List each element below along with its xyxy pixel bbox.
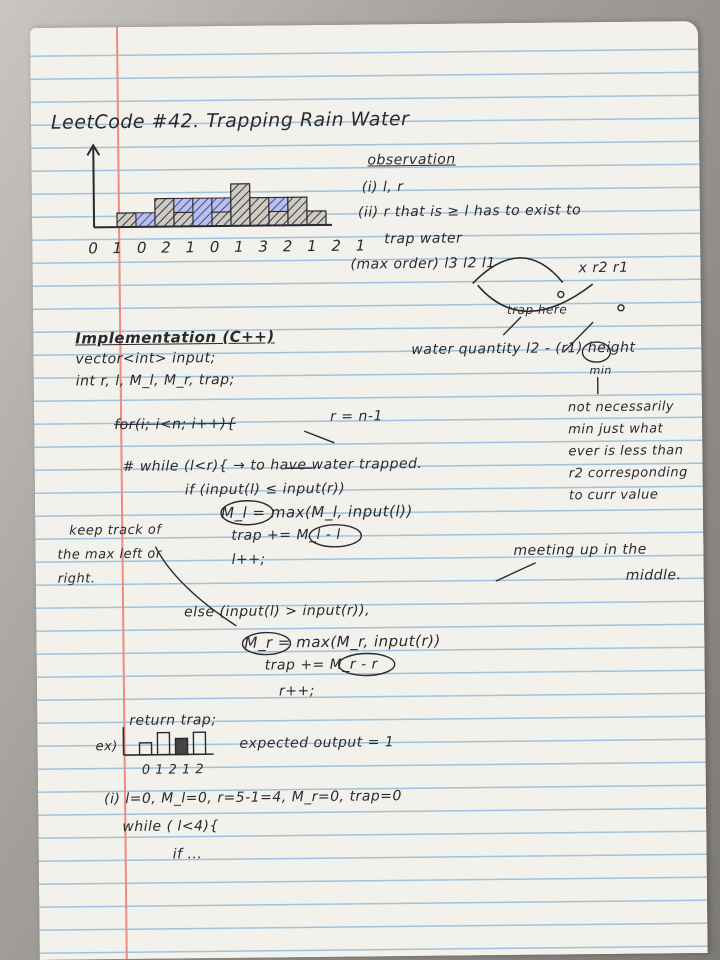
r-init-underline (303, 430, 335, 444)
elevation-chart (86, 143, 625, 756)
example-digits: 0 1 2 1 2 (141, 762, 205, 778)
while-line: # while (l<r){ → to have water trapped. (122, 455, 423, 476)
elevation-bar (287, 196, 308, 226)
notebook-page: LeetCode #42. Trapping Rain Water (30, 21, 708, 960)
elevation-bar (173, 211, 194, 228)
example-while-line: while ( l<4){ (122, 818, 219, 836)
chart-x-axis (94, 223, 333, 229)
water-block (173, 197, 194, 214)
trap-arrow (502, 316, 522, 336)
note-line-4: r2 corresponding (568, 465, 688, 482)
trap-here-label: trap here (506, 302, 568, 318)
chart-tick-labels: 0 1 0 2 1 0 1 3 2 1 2 1 (88, 236, 371, 258)
mr-line: M_r = max(M_r, input(r)) (244, 631, 441, 652)
chart-y-axis (92, 147, 96, 228)
example-chart (122, 727, 214, 756)
impl-line-2: int r, l, M_l, M_r, trap; (75, 371, 235, 390)
observation-marks: x r2 r1 (578, 259, 629, 277)
note-line-5: to curr value (568, 487, 659, 504)
mark-dot-2 (617, 304, 625, 312)
r-increment: r++; (278, 683, 315, 700)
meeting-note-1: meeting up in the (513, 541, 647, 559)
mark-dot (557, 290, 565, 299)
impl-line-1: vector<int> input; (75, 350, 216, 368)
elevation-bar (306, 210, 327, 226)
water-block (135, 212, 156, 228)
keep-track-3: right. (57, 571, 96, 587)
elevation-bar (154, 197, 175, 228)
expected-output: expected output = 1 (239, 734, 395, 752)
observation-line-3: trap water (384, 230, 463, 248)
ml-circle (220, 500, 274, 526)
elevation-bar (116, 212, 137, 228)
note-line-1: not necessarily (567, 399, 675, 416)
observation-line-4: (max order) l3 l2 l1 (350, 255, 496, 273)
trap-r-line: trap += M_r - r (264, 656, 378, 674)
else-line: else (input(l) > input(r)), (184, 602, 371, 621)
elevation-bar (211, 211, 232, 227)
observation-curve (472, 257, 564, 284)
ml-circle-2 (308, 524, 363, 548)
meeting-note-2: middle. (625, 567, 682, 584)
implementation-heading: Implementation (C++) (75, 327, 275, 348)
l-increment: l++; (231, 551, 266, 568)
note-line-3: ever is less than (568, 443, 684, 460)
example-label: ex) (95, 739, 118, 755)
mr-circle-2 (337, 652, 396, 677)
note-line-2: min just what (568, 421, 664, 438)
example-if-stub: if ... (172, 846, 203, 863)
trap-l-line: trap += M_l - l (231, 526, 341, 544)
r-init-note: r = n-1 (330, 408, 383, 425)
observation-line-1: (i) l, r (361, 179, 404, 196)
elevation-bar (268, 210, 289, 227)
water-quantity-label: water quantity l2 - (r1) height (411, 339, 636, 359)
ml-line: M_l = max(M_l, input(l)) (220, 502, 413, 523)
water-block (192, 197, 213, 227)
chart-y-arrow (86, 143, 101, 156)
example-init-line: (i) l=0, M_l=0, r=5-1=4, M_r=0, trap=0 (103, 788, 402, 808)
keep-track-link (154, 546, 237, 627)
water-block (211, 197, 232, 213)
return-line: return trap; (129, 712, 217, 729)
elevation-bar (249, 196, 270, 227)
observation-heading: observation (367, 151, 456, 169)
elevation-bar (230, 183, 251, 227)
keep-track-2: the max left or (57, 546, 162, 563)
meeting-line (495, 562, 536, 582)
mr-circle (241, 631, 292, 656)
keep-track-1: keep track of (69, 522, 162, 539)
struck-for-loop: for(i; i<n; i++){ (114, 415, 236, 434)
min-label: min (589, 363, 612, 378)
water-block (268, 196, 289, 213)
pointer-line (562, 321, 594, 353)
observation-line-2: (ii) r that is ≥ l has to exist to (357, 202, 582, 221)
r1-circle (581, 341, 612, 363)
valley-curve (477, 283, 594, 313)
if-line: if (input(l) ≤ input(r)) (184, 480, 346, 499)
